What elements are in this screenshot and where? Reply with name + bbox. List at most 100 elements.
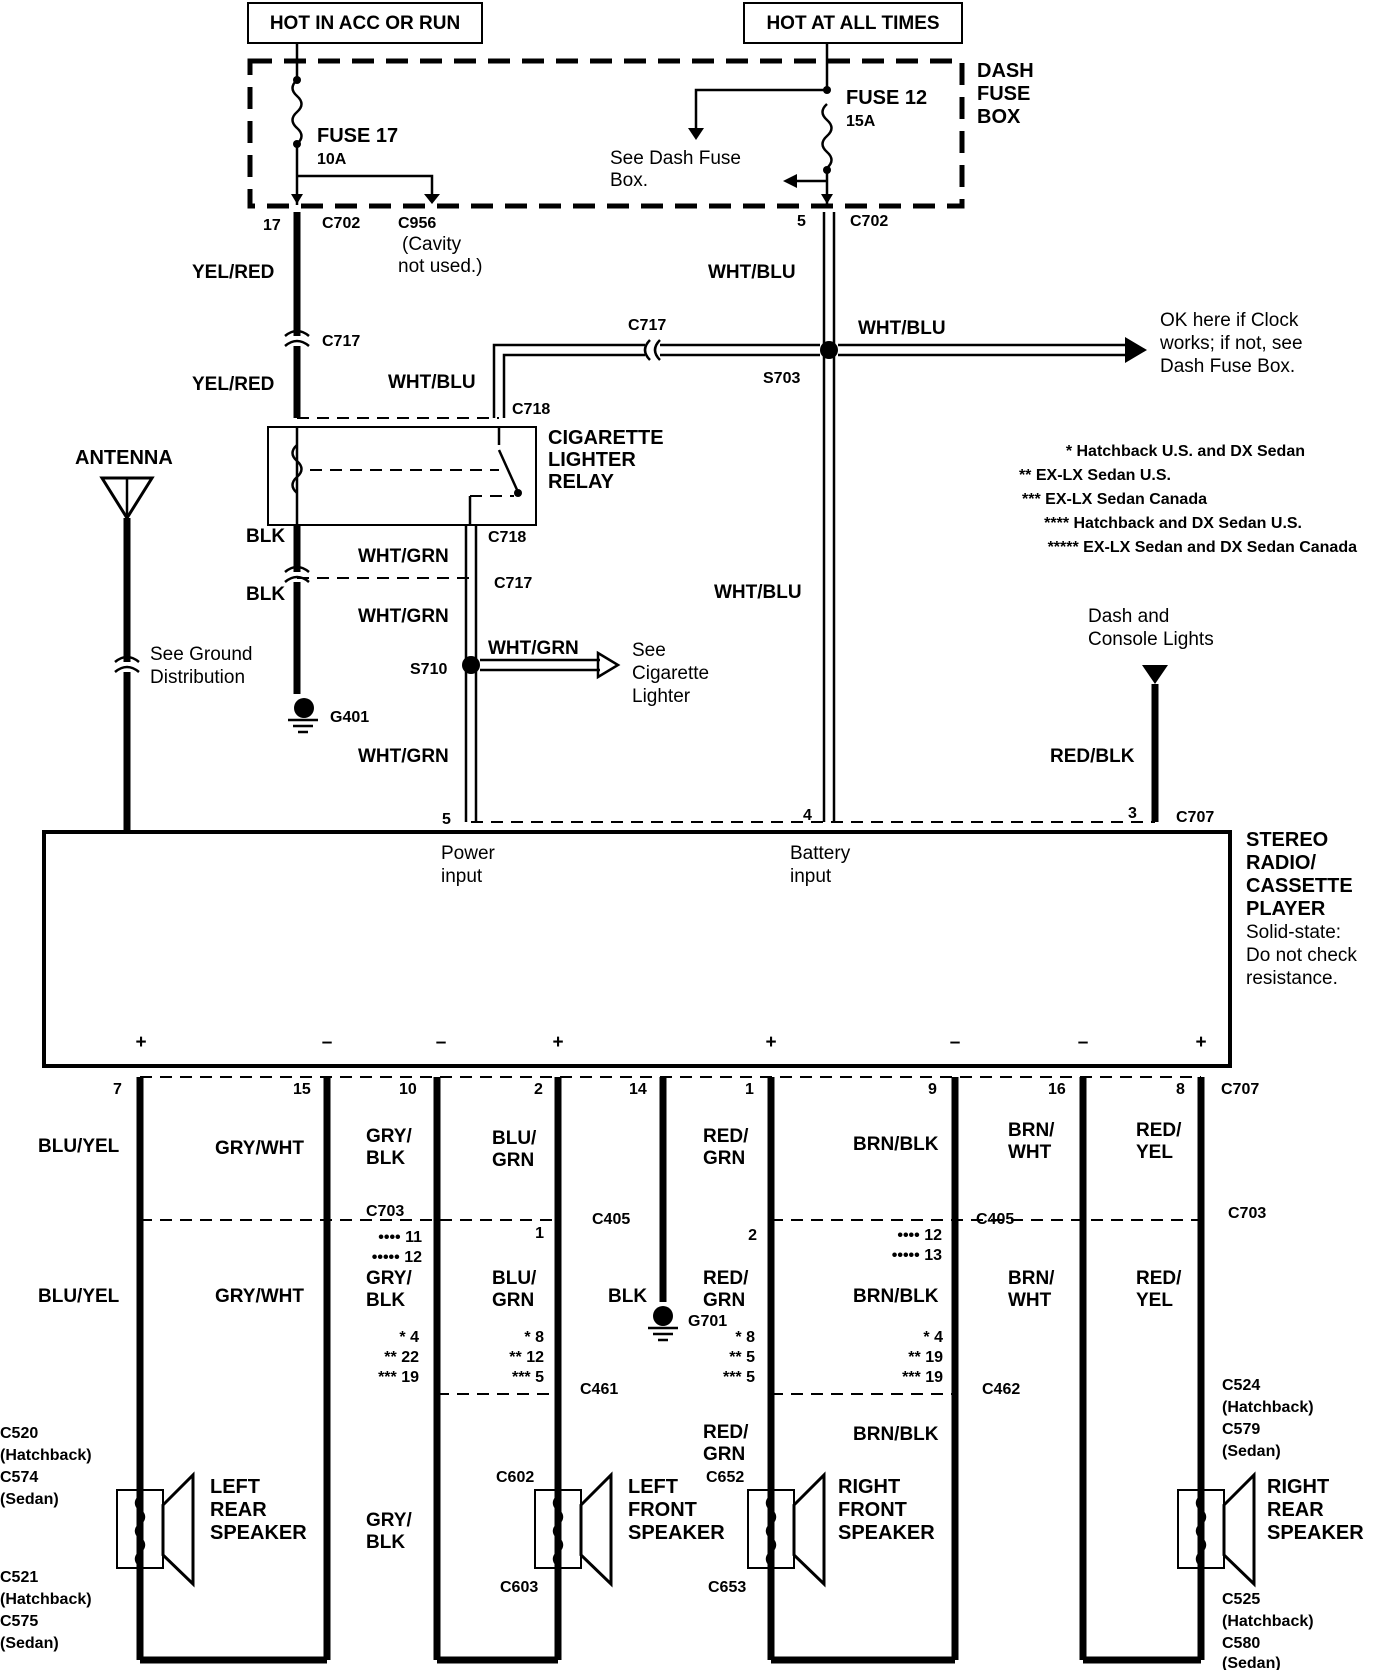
- terminal-sign: +: [552, 1032, 563, 1053]
- wire-wht-grn-lighter: [480, 650, 621, 680]
- svg-text:** 22: ** 22: [384, 1349, 419, 1366]
- fuse-17-rating: 10A: [317, 151, 347, 168]
- svg-text:*** 5: *** 5: [723, 1369, 755, 1386]
- pin-16: 16: [1048, 1081, 1066, 1098]
- svg-text:RIGHT: RIGHT: [838, 1476, 900, 1498]
- c717-lower: C717: [494, 575, 532, 592]
- svg-text:Power: Power: [441, 843, 496, 864]
- wire-blk-2: BLK: [246, 584, 285, 605]
- wire-wht-grn-2: WHT/GRN: [358, 606, 449, 627]
- svg-text:** 19: ** 19: [908, 1349, 943, 1366]
- svg-text:DASH: DASH: [977, 60, 1034, 82]
- dash-lights-note: Dash and Console Lights: [1088, 606, 1214, 650]
- svg-text:SPEAKER: SPEAKER: [628, 1522, 725, 1544]
- wire-red-yel-1: RED/ YEL: [1136, 1120, 1182, 1163]
- left-front-speaker-label: LEFT FRONT SPEAKER: [628, 1476, 725, 1544]
- svg-text:** 5: ** 5: [729, 1349, 755, 1366]
- terminal-sign: +: [135, 1032, 146, 1053]
- svg-text:RED/: RED/: [703, 1126, 749, 1147]
- svg-text:Box.: Box.: [610, 170, 648, 191]
- c702-left: C702: [322, 215, 360, 232]
- relay-label: CIGARETTE LIGHTER RELAY: [548, 427, 664, 493]
- terminal-sign: –: [950, 1032, 961, 1053]
- wire-blu-yel-1: BLU/YEL: [38, 1136, 120, 1157]
- wire-blk-3: BLK: [608, 1286, 647, 1307]
- c462-label: C462: [982, 1381, 1020, 1398]
- see-lighter-note: See Cigarette Lighter: [632, 640, 709, 707]
- svg-text:* 4: * 4: [923, 1329, 943, 1346]
- svg-text:Lighter: Lighter: [632, 686, 691, 707]
- svg-text:*** 19: *** 19: [378, 1369, 419, 1386]
- c461-label: C461: [580, 1381, 618, 1398]
- wire-wht-blu-4: WHT/BLU: [388, 372, 476, 393]
- c602-label: C602: [496, 1469, 534, 1486]
- svg-text:Console Lights: Console Lights: [1088, 629, 1214, 650]
- svg-text:(Sedan): (Sedan): [1222, 1655, 1281, 1670]
- cigarette-lighter-relay: [267, 426, 537, 526]
- wire-wht-blu-1: WHT/BLU: [708, 262, 796, 283]
- wire-gry-blk-3: GRY/ BLK: [366, 1510, 412, 1553]
- terminal-sign: –: [436, 1032, 447, 1053]
- svg-text:GRN: GRN: [703, 1148, 745, 1169]
- wire-brn-wht-1: BRN/ WHT: [1008, 1120, 1055, 1163]
- svg-text:C580: C580: [1222, 1635, 1260, 1652]
- svg-text:RELAY: RELAY: [548, 471, 615, 493]
- c405-pin-left: 1: [535, 1225, 544, 1242]
- svg-text:C579: C579: [1222, 1421, 1260, 1438]
- g401-label: G401: [330, 709, 369, 726]
- svg-text:See Ground: See Ground: [150, 644, 252, 665]
- svg-text:REAR: REAR: [1267, 1499, 1324, 1521]
- c462-pins-right: * 4 ** 19 *** 19: [902, 1329, 943, 1386]
- svg-text:(Hatchback): (Hatchback): [1222, 1399, 1314, 1416]
- svg-text:See: See: [632, 640, 666, 661]
- svg-text:Battery: Battery: [790, 843, 851, 864]
- dash-fuse-box: [247, 58, 965, 209]
- stereo-note: Solid-state: Do not check resistance.: [1246, 922, 1357, 989]
- pin-8: 8: [1176, 1081, 1185, 1098]
- c718-top: C718: [512, 401, 550, 418]
- wire-wht-blu-2: WHT/BLU: [858, 318, 946, 339]
- svg-text:(Hatchback): (Hatchback): [0, 1447, 92, 1464]
- dash-fuse-box-label: DASH FUSE BOX: [977, 60, 1034, 128]
- wire-wht-blu-main: [822, 212, 836, 822]
- svg-text:Dash and: Dash and: [1088, 606, 1169, 627]
- svg-text:BLU/: BLU/: [492, 1268, 537, 1289]
- pin-1: 1: [745, 1081, 754, 1098]
- wire-brn-wht-2: BRN/ WHT: [1008, 1268, 1055, 1311]
- c707-bottom: C707: [1221, 1081, 1259, 1098]
- s710-label: S710: [410, 661, 447, 678]
- svg-text:GRY/: GRY/: [366, 1510, 412, 1531]
- c707-top: C707: [1176, 809, 1214, 826]
- wire-yel-red-2: YEL/RED: [192, 374, 274, 395]
- pin-5: 5: [442, 811, 451, 828]
- c956-note: C956 (Cavity not used.): [398, 215, 483, 277]
- hot-all-times-box: HOT AT ALL TIMES: [743, 2, 963, 44]
- stereo-label: STEREO RADIO/ CASSETTE PLAYER: [1246, 829, 1353, 920]
- wire-red-grn-2: RED/ GRN: [703, 1268, 749, 1311]
- svg-text:BRN/: BRN/: [1008, 1268, 1055, 1289]
- svg-text:(Hatchback): (Hatchback): [0, 1591, 92, 1608]
- svg-text:See Dash Fuse: See Dash Fuse: [610, 148, 741, 169]
- legend-item-5: ***** EX-LX Sedan and DX Sedan Canada: [1048, 539, 1358, 556]
- wire-yel-red-1: YEL/RED: [192, 262, 274, 283]
- wire-blu-yel-2: BLU/YEL: [38, 1286, 120, 1307]
- svg-text:(Hatchback): (Hatchback): [1222, 1613, 1314, 1630]
- svg-text:SPEAKER: SPEAKER: [210, 1522, 307, 1544]
- svg-text:FUSE: FUSE: [977, 83, 1030, 105]
- svg-text:LIGHTER: LIGHTER: [548, 449, 636, 471]
- c520-label: C520 (Hatchback) C574 (Sedan): [0, 1425, 92, 1508]
- svg-text:PLAYER: PLAYER: [1246, 898, 1326, 920]
- battery-input-label: Battery input: [790, 843, 851, 887]
- svg-text:•••• 12: •••• 12: [897, 1227, 942, 1244]
- svg-text:LEFT: LEFT: [628, 1476, 678, 1498]
- svg-text:FRONT: FRONT: [838, 1499, 907, 1521]
- svg-text:BLU/: BLU/: [492, 1128, 537, 1149]
- c703-left: C703: [366, 1203, 404, 1220]
- c603-label: C603: [500, 1579, 538, 1596]
- wire-red-yel-2: RED/ YEL: [1136, 1268, 1182, 1311]
- svg-text:* 4: * 4: [399, 1329, 419, 1346]
- svg-text:input: input: [441, 866, 483, 887]
- svg-text:input: input: [790, 866, 832, 887]
- left-rear-speaker-label: LEFT REAR SPEAKER: [210, 1476, 307, 1544]
